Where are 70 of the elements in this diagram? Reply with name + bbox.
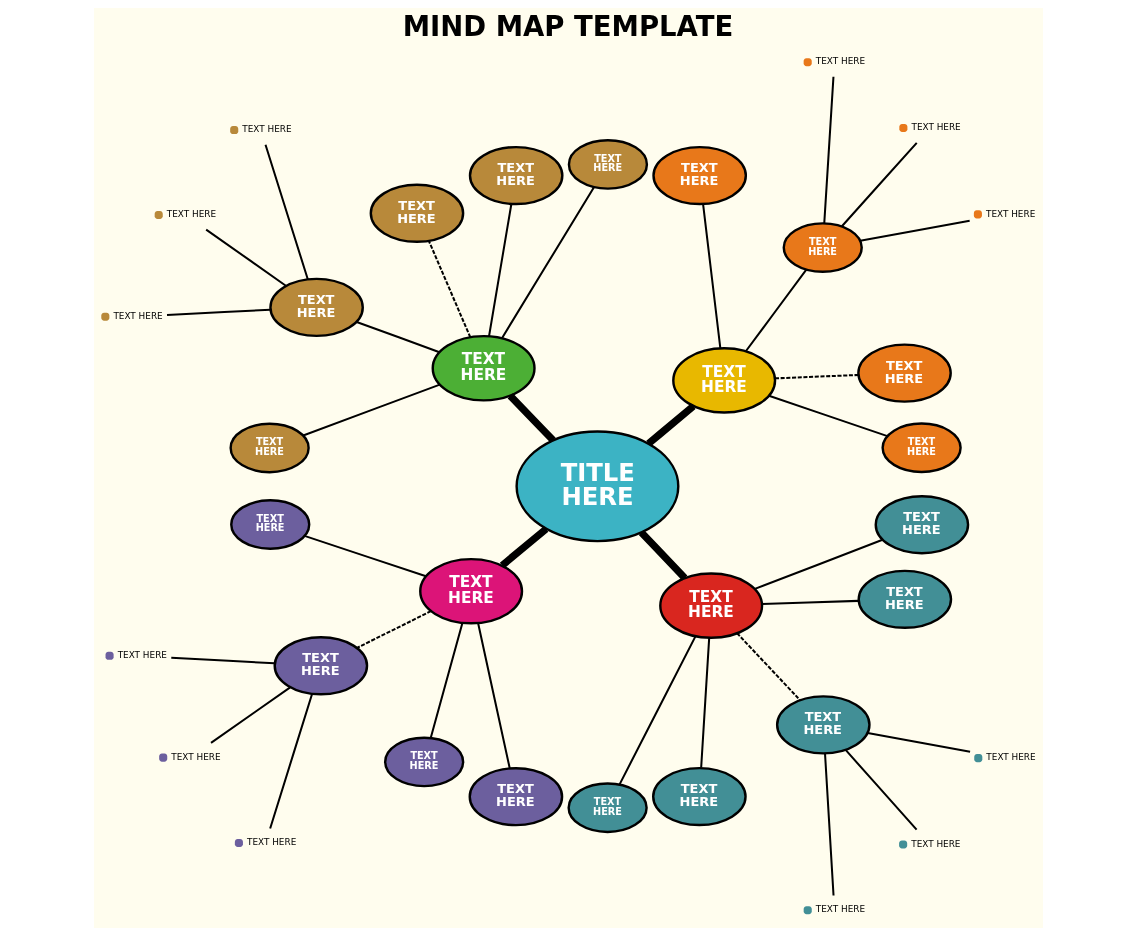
node-label: TEXT HERE <box>910 122 961 133</box>
connector <box>303 534 426 578</box>
connector <box>355 321 440 354</box>
node-ellipse: TEXT HERE <box>431 334 536 402</box>
connector <box>768 394 888 438</box>
connector <box>356 610 431 649</box>
node-ellipse: TEXT HERE <box>567 139 648 190</box>
connector <box>476 622 511 769</box>
connector <box>166 308 270 316</box>
node-ellipse: TEXT HERE <box>468 145 564 206</box>
node-ellipse: TEXT HERE <box>880 422 962 474</box>
connector <box>302 383 440 437</box>
node-label: TEXT HERE <box>117 650 167 661</box>
node-ellipse: TEXT HERE <box>856 569 952 630</box>
connector <box>699 637 710 768</box>
node-label: TEXT HERE <box>112 311 163 322</box>
connector <box>487 204 512 337</box>
connector <box>735 632 800 701</box>
node-ellipse: TEXT HERE <box>775 695 871 755</box>
node-label: TEXT HERE <box>985 752 1036 763</box>
connector <box>209 686 291 744</box>
connector <box>753 538 883 590</box>
connector <box>840 142 917 228</box>
node-ellipse: TEXT HERE <box>229 499 310 550</box>
node-ellipse: TEXT HERE <box>228 422 310 474</box>
connector <box>268 693 313 829</box>
node-label: TEXT HERE <box>246 837 296 848</box>
connector <box>264 144 309 280</box>
connector <box>701 204 721 349</box>
node-ellipse: TEXT HERE <box>782 222 863 273</box>
connector <box>618 635 696 786</box>
node-ellipse: TEXT HERE <box>383 736 464 788</box>
node-ellipse: TEXT HERE <box>658 572 763 639</box>
node-label: TEXT HERE <box>170 751 221 762</box>
node-ellipse: TITLE HERE <box>514 430 679 543</box>
node-ellipse: TEXT HERE <box>468 766 563 827</box>
connector <box>859 219 970 242</box>
connector <box>645 403 696 447</box>
node-label: TEXT HERE <box>910 838 960 849</box>
connector <box>822 76 834 224</box>
node-ellipse: TEXT HERE <box>671 347 776 414</box>
node-ellipse: TEXT HERE <box>418 557 523 625</box>
connector <box>823 753 835 896</box>
node-ellipse: TEXT HERE <box>268 277 364 338</box>
connector <box>744 268 807 352</box>
node-label: TEXT HERE <box>985 208 1035 219</box>
node-ellipse: TEXT HERE <box>273 636 368 696</box>
connector <box>500 186 595 339</box>
connector <box>774 374 858 380</box>
node-ellipse: TEXT HERE <box>369 183 464 243</box>
node-label: TEXT HERE <box>815 56 865 67</box>
connector <box>170 656 275 665</box>
node-label: TEXT HERE <box>815 904 865 915</box>
connector <box>844 749 917 831</box>
connector <box>761 599 858 606</box>
node-label: TEXT HERE <box>166 209 216 220</box>
node-ellipse: TEXT HERE <box>856 343 952 403</box>
connector <box>205 228 286 287</box>
node-ellipse: TEXT HERE <box>651 766 747 827</box>
node-ellipse: TEXT HERE <box>651 145 747 206</box>
diagram-title: MIND MAP TEMPLATE <box>402 9 733 42</box>
connector <box>427 240 471 338</box>
connector <box>499 526 548 569</box>
connector <box>429 622 463 739</box>
node-ellipse: TEXT HERE <box>874 495 969 555</box>
connector <box>867 732 970 753</box>
node-ellipse: TEXT HERE <box>566 782 648 834</box>
connector <box>638 529 687 581</box>
connector <box>507 393 556 443</box>
node-label: TEXT HERE <box>241 124 292 135</box>
